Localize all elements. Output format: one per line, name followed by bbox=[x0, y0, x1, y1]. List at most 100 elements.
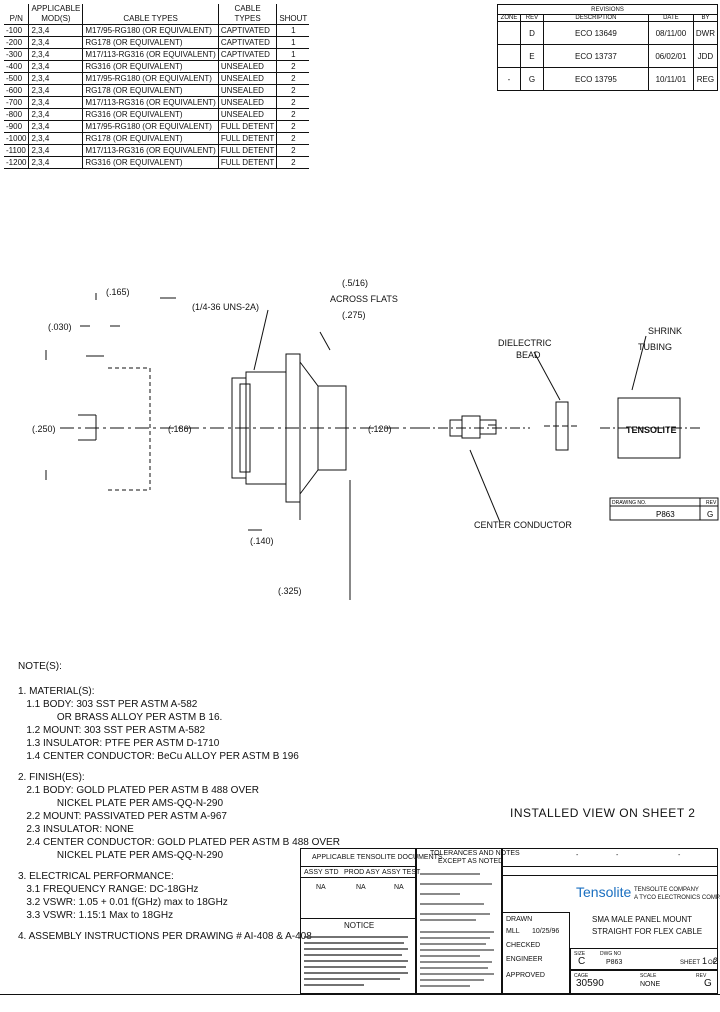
part-number-cell: -100 bbox=[4, 24, 30, 37]
applicable-docs-title: APPLICABLE TENSOLITE DOCUMENTS bbox=[312, 854, 443, 861]
revisions-title: REVISIONS bbox=[497, 4, 718, 15]
rev-value: G bbox=[704, 978, 712, 989]
part-number-cell: CAPTIVATED bbox=[218, 36, 278, 49]
part-number-cell: UNSEALED bbox=[218, 108, 278, 121]
revision-cell: D bbox=[519, 21, 544, 45]
dim-030: (.030) bbox=[48, 322, 72, 332]
sheet-ref-label: DRAWING NO. bbox=[612, 500, 646, 506]
cage-label: CAGE bbox=[574, 973, 589, 979]
part-number-table: P/N APPLICABLE MOD(S) CABLE TYPES CABLE … bbox=[4, 4, 310, 169]
of-value: 2 bbox=[713, 956, 719, 966]
note-line: OR BRASS ALLOY PER ASTM B 16. bbox=[18, 712, 223, 723]
part-number-cell: 2,3,4 bbox=[28, 84, 84, 97]
part-number-cell: FULL DETENT bbox=[218, 132, 278, 145]
revision-cell: E bbox=[519, 44, 544, 68]
note-line: 2.1 BODY: GOLD PLATED PER ASTM B 488 OVE… bbox=[18, 785, 260, 796]
note-line: 1.4 CENTER CONDUCTOR: BeCu ALLOY PER AST… bbox=[18, 751, 299, 762]
eng-label: ENGINEER bbox=[506, 956, 543, 963]
revision-cell: 08/11/00 bbox=[647, 21, 694, 45]
dim-325: (.325) bbox=[278, 586, 302, 596]
part-number-cell: CAPTIVATED bbox=[218, 24, 278, 37]
part-number-cell: FULL DETENT bbox=[218, 120, 278, 133]
prod-asy-label: PROD ASY bbox=[344, 869, 380, 876]
revision-cell bbox=[497, 44, 521, 68]
part-number-cell: -200 bbox=[4, 36, 30, 49]
part-number-cell: 2 bbox=[276, 84, 310, 97]
dim-186: (.186) bbox=[168, 424, 192, 434]
part-number-cell: -1100 bbox=[4, 144, 30, 157]
dash-c: - bbox=[678, 852, 681, 859]
size-label: SIZE bbox=[574, 951, 586, 957]
of-label: OF bbox=[708, 960, 717, 966]
part-number-cell: 1 bbox=[276, 36, 310, 49]
part-number-cell: 2,3,4 bbox=[28, 72, 84, 85]
cage-row bbox=[570, 970, 718, 994]
prod-asy-value: NA bbox=[356, 884, 366, 891]
part-number-cell: CAPTIVATED bbox=[218, 48, 278, 61]
dash-a: - bbox=[576, 852, 579, 859]
thread-label: (1/4-36 UNS-2A) bbox=[192, 302, 259, 312]
part-number-cell: 2,3,4 bbox=[28, 108, 84, 121]
part-number-cell: -700 bbox=[4, 96, 30, 109]
note-line: 2.2 MOUNT: PASSIVATED PER ASTM A-967 bbox=[18, 811, 227, 822]
note-line: NICKEL PLATE PER AMS-QQ-N-290 bbox=[18, 798, 224, 809]
dwg-no-value: P863 bbox=[606, 959, 623, 966]
drawing-title-2: STRAIGHT FOR FLEX CABLE bbox=[592, 927, 703, 936]
size-row bbox=[570, 948, 718, 970]
drawn-date: 10/25/96 bbox=[532, 928, 560, 935]
company-addr-2: A TYCO ELECTRONICS COMPANY bbox=[634, 895, 720, 901]
part-number-cell: 2,3,4 bbox=[28, 96, 84, 109]
dielectric-label-2: BEAD bbox=[516, 350, 541, 360]
col-header-qty: SHOUT bbox=[276, 4, 310, 25]
part-number-cell: 2 bbox=[276, 60, 310, 73]
checked-label: CHECKED bbox=[506, 942, 541, 949]
notes-section: NOTE(S): 1. MATERIAL(S): 1.1 BODY: 303 S… bbox=[18, 660, 340, 943]
part-number-cell: 2 bbox=[276, 144, 310, 157]
note-line: 1.1 BODY: 303 SST PER ASTM A-582 bbox=[18, 699, 198, 710]
bottom-border bbox=[0, 994, 720, 995]
part-number-cell: M17/113-RG316 (OR EQUIVALENT) bbox=[82, 48, 219, 61]
part-number-cell: 1 bbox=[276, 48, 310, 61]
company-addr-1: TENSOLITE COMPANY bbox=[634, 887, 699, 893]
part-number-cell: UNSEALED bbox=[218, 84, 278, 97]
part-number-cell: -600 bbox=[4, 84, 30, 97]
part-number-cell: -1000 bbox=[4, 132, 30, 145]
part-number-cell: -800 bbox=[4, 108, 30, 121]
notice-text-lines bbox=[304, 936, 408, 986]
part-number-cell: RG178 (OR EQUIVALENT) bbox=[82, 132, 219, 145]
sheet-label: SHEET bbox=[680, 960, 701, 966]
note-line: 2.3 INSULATOR: NONE bbox=[18, 824, 134, 835]
part-number-cell: FULL DETENT bbox=[218, 144, 278, 157]
part-number-cell: -400 bbox=[4, 60, 30, 73]
part-number-cell: RG178 (OR EQUIVALENT) bbox=[82, 84, 219, 97]
scale-label: SCALE bbox=[640, 973, 657, 979]
drawn-box bbox=[502, 912, 570, 994]
part-number-cell: 2 bbox=[276, 156, 310, 169]
drawing-title-1: SMA MALE PANEL MOUNT bbox=[592, 915, 693, 924]
rev-col-description: DESCRIPTION bbox=[542, 14, 649, 22]
part-number-cell: 2 bbox=[276, 120, 310, 133]
revision-cell: JDD bbox=[692, 44, 719, 68]
across-flats-line-2: ACROSS FLATS bbox=[330, 294, 398, 304]
note-line: 2.4 CENTER CONDUCTOR: GOLD PLATED PER AS… bbox=[18, 837, 340, 848]
note-line: 3.1 FREQUENCY RANGE: DC-18GHz bbox=[18, 884, 199, 895]
revision-cell: ECO 13649 bbox=[542, 21, 649, 45]
assy-test-value: NA bbox=[394, 884, 404, 891]
rev-col-zone: ZONE bbox=[497, 14, 521, 22]
across-flats-line-1: (.5/16) bbox=[342, 278, 368, 288]
dim-165: (.165) bbox=[106, 287, 130, 297]
tolerances-title-1: TOLERANCES AND NOTES bbox=[430, 850, 520, 857]
part-number-cell: -300 bbox=[4, 48, 30, 61]
note-line: 3.3 VSWR: 1.15:1 Max to 18GHz bbox=[18, 910, 174, 921]
drawn-by: MLL bbox=[506, 928, 520, 935]
